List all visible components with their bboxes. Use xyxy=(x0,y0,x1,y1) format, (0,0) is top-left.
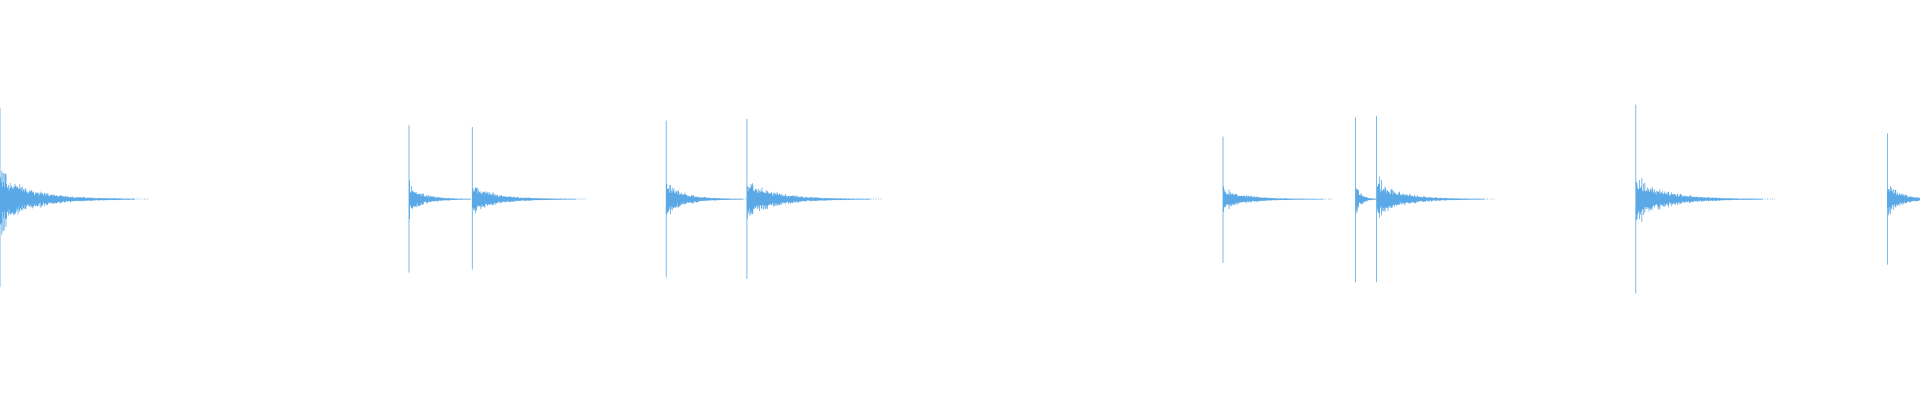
waveform-transient-10 xyxy=(1887,133,1920,265)
waveform-transient-4 xyxy=(665,120,744,278)
waveform-transient-6 xyxy=(1222,136,1324,263)
waveform-transient-7 xyxy=(1355,117,1379,283)
waveform-transient-8 xyxy=(1376,115,1485,283)
waveform-transient-3 xyxy=(471,127,577,270)
waveform-transient-9 xyxy=(1635,104,1763,294)
waveform-transient-1 xyxy=(0,107,135,287)
waveform-transient-5 xyxy=(746,119,871,279)
waveform-transient-2 xyxy=(408,125,471,273)
waveform-traces xyxy=(0,104,1920,294)
